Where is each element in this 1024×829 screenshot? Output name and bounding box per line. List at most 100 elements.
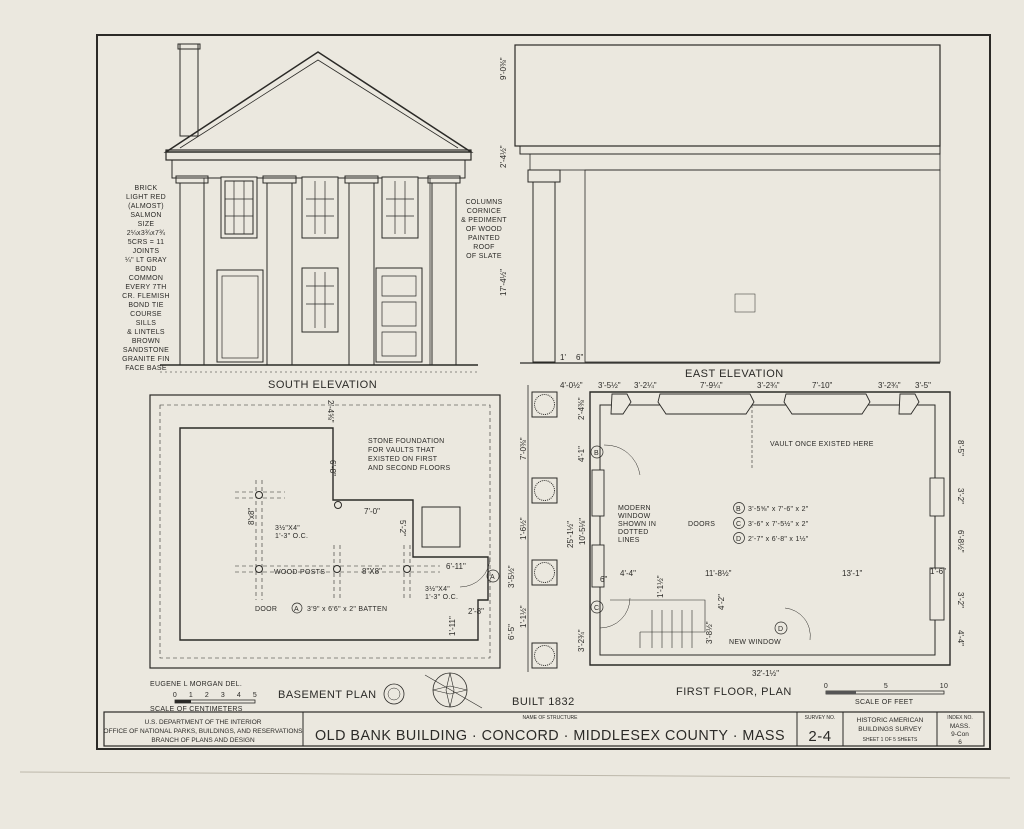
svg-text:COLUMNS: COLUMNS: [465, 199, 502, 206]
built-date: BUILT 1832: [512, 696, 575, 708]
stone-foundation-note: STONE FOUNDATION FOR VAULTS THAT EXISTED…: [368, 438, 451, 472]
svg-text:GRANITE FIN: GRANITE FIN: [122, 356, 170, 363]
svg-text:5CRS = 11: 5CRS = 11: [128, 239, 165, 246]
svg-text:4: 4: [237, 692, 241, 699]
vault-base: [421, 506, 461, 548]
svg-text:AND SECOND FLOORS: AND SECOND FLOORS: [368, 465, 451, 472]
svg-text:U.S. DEPARTMENT OF THE INTERIO: U.S. DEPARTMENT OF THE INTERIOR: [145, 719, 262, 726]
svg-text:SALMON: SALMON: [130, 212, 161, 219]
svg-text:2'-7" x 6'-8" x 1½": 2'-7" x 6'-8" x 1½": [748, 535, 809, 543]
svg-text:NEW WINDOW: NEW WINDOW: [729, 639, 781, 646]
svg-text:& PEDIMENT: & PEDIMENT: [461, 217, 507, 224]
svg-text:WOOD POSTS: WOOD POSTS: [274, 569, 325, 576]
svg-text:INDEX NO.: INDEX NO.: [947, 715, 973, 721]
east-elevation-title: EAST ELEVATION: [685, 368, 784, 380]
svg-text:OF WOOD: OF WOOD: [466, 226, 502, 233]
svg-text:ROOF: ROOF: [473, 244, 494, 251]
svg-text:1'-3" O.C.: 1'-3" O.C.: [275, 533, 308, 540]
svg-text:6'-8½": 6'-8½": [956, 530, 965, 553]
svg-text:CORNICE: CORNICE: [467, 208, 501, 215]
svg-text:1: 1: [189, 692, 193, 699]
svg-text:17'-4½": 17'-4½": [499, 269, 508, 296]
svg-text:FACE BASE: FACE BASE: [125, 365, 167, 372]
svg-text:LINES: LINES: [618, 537, 640, 544]
brick-note: BRICK LIGHT RED (ALMOST) SALMON SIZE 2¼x…: [122, 185, 170, 372]
svg-text:EVERY 7TH: EVERY 7TH: [125, 284, 166, 291]
first-floor-plan: B C D VAULT ONCE EXISTED HERE MODERN WIN…: [507, 381, 965, 698]
svg-text:1'-1½": 1'-1½": [656, 575, 665, 598]
svg-text:D: D: [736, 536, 741, 543]
east-elevation: 9'-0⅜" 2'-4½" 17'-4½" 1' 6" EAST ELEVATI…: [499, 44, 941, 380]
svg-text:4'-0½": 4'-0½": [560, 381, 583, 390]
centimeter-scale: EUGENE L MORGAN DEL. 0 1 2 3 4 5 SCALE O…: [150, 681, 257, 713]
column: [532, 181, 556, 363]
svg-text:3'-5": 3'-5": [915, 381, 931, 390]
foundation-wall: [179, 427, 489, 641]
svg-text:DOTTED: DOTTED: [618, 529, 649, 536]
svg-text:4'-2": 4'-2": [717, 594, 726, 610]
svg-text:4'-1": 4'-1": [577, 446, 586, 462]
doors: [216, 267, 423, 363]
svg-text:SCALE OF CENTIMETERS: SCALE OF CENTIMETERS: [150, 706, 243, 713]
svg-text:STONE FOUNDATION: STONE FOUNDATION: [368, 438, 445, 445]
svg-text:5: 5: [884, 683, 888, 690]
svg-text:D: D: [778, 626, 783, 633]
roof: [514, 44, 941, 147]
chimney: [179, 43, 199, 137]
svg-text:SCALE OF FEET: SCALE OF FEET: [855, 699, 914, 706]
interior-wall: [599, 404, 936, 656]
svg-text:7'-9¼": 7'-9¼": [700, 381, 723, 390]
svg-text:MODERN: MODERN: [618, 505, 651, 512]
svg-text:25'-1½": 25'-1½": [566, 521, 575, 548]
svg-text:3½"X4": 3½"X4": [425, 585, 450, 593]
svg-text:LIGHT RED: LIGHT RED: [126, 194, 166, 201]
svg-text:1'-11": 1'-11": [448, 616, 457, 636]
svg-text:6": 6": [576, 353, 583, 362]
svg-text:B: B: [594, 450, 599, 457]
svg-text:3'-2¼": 3'-2¼": [634, 381, 657, 390]
svg-text:9'-0⅜": 9'-0⅜": [499, 57, 508, 80]
modern-window-note: MODERN WINDOW SHOWN IN DOTTED LINES: [618, 505, 656, 544]
svg-text:SANDSTONE: SANDSTONE: [123, 347, 169, 354]
survey-number: 2-4: [808, 728, 831, 745]
svg-text:2'-8": 2'-8": [468, 607, 484, 616]
svg-text:2'-4⅝": 2'-4⅝": [326, 400, 335, 423]
columns-note: COLUMNS CORNICE & PEDIMENT OF WOOD PAINT…: [461, 199, 507, 260]
south-elevation-title: SOUTH ELEVATION: [268, 379, 377, 391]
svg-text:6'-5": 6'-5": [507, 624, 516, 640]
svg-text:5: 5: [253, 692, 257, 699]
svg-text:11'-8½": 11'-8½": [705, 569, 732, 578]
svg-text:13'-1": 13'-1": [842, 569, 863, 578]
svg-text:8'-5": 8'-5": [956, 440, 965, 456]
svg-text:(ALMOST): (ALMOST): [128, 203, 164, 210]
svg-text:SURVEY NO.: SURVEY NO.: [805, 715, 836, 721]
svg-text:10: 10: [940, 683, 948, 690]
svg-text:6: 6: [958, 739, 962, 746]
door-schedule: DOORS B 3'-5⅝" x 7'-6" x 2" C 3'-6" x 7'…: [688, 502, 809, 544]
svg-text:3'-2": 3'-2": [956, 488, 965, 504]
stair: [610, 599, 706, 648]
svg-text:EXISTED ON FIRST: EXISTED ON FIRST: [368, 456, 438, 463]
svg-text:B: B: [736, 506, 741, 513]
svg-text:8"X8": 8"X8": [362, 567, 382, 576]
svg-text:3'-5½": 3'-5½": [598, 381, 621, 390]
svg-text:2'-4⅜": 2'-4⅜": [577, 397, 586, 420]
svg-text:3: 3: [221, 692, 225, 699]
svg-text:6'-8": 6'-8": [328, 460, 337, 476]
svg-text:NAME OF STRUCTURE: NAME OF STRUCTURE: [523, 715, 579, 721]
svg-text:9-Con: 9-Con: [951, 731, 969, 738]
svg-text:6": 6": [600, 575, 607, 584]
svg-text:1'-3" O.C.: 1'-3" O.C.: [425, 594, 458, 601]
svg-text:& LINTELS: & LINTELS: [127, 329, 165, 336]
svg-text:3'-2¾": 3'-2¾": [878, 381, 901, 390]
svg-text:DOOR: DOOR: [255, 606, 277, 613]
svg-text:3½"X4": 3½"X4": [275, 524, 300, 532]
svg-text:WINDOW: WINDOW: [618, 513, 651, 520]
svg-text:BROWN: BROWN: [132, 338, 160, 345]
svg-text:3'-6" x 7'-5½" x 2": 3'-6" x 7'-5½" x 2": [748, 520, 809, 528]
svg-text:A: A: [490, 574, 495, 581]
svg-text:4'-4": 4'-4": [620, 569, 636, 578]
vault-note: VAULT ONCE EXISTED HERE: [770, 441, 874, 448]
